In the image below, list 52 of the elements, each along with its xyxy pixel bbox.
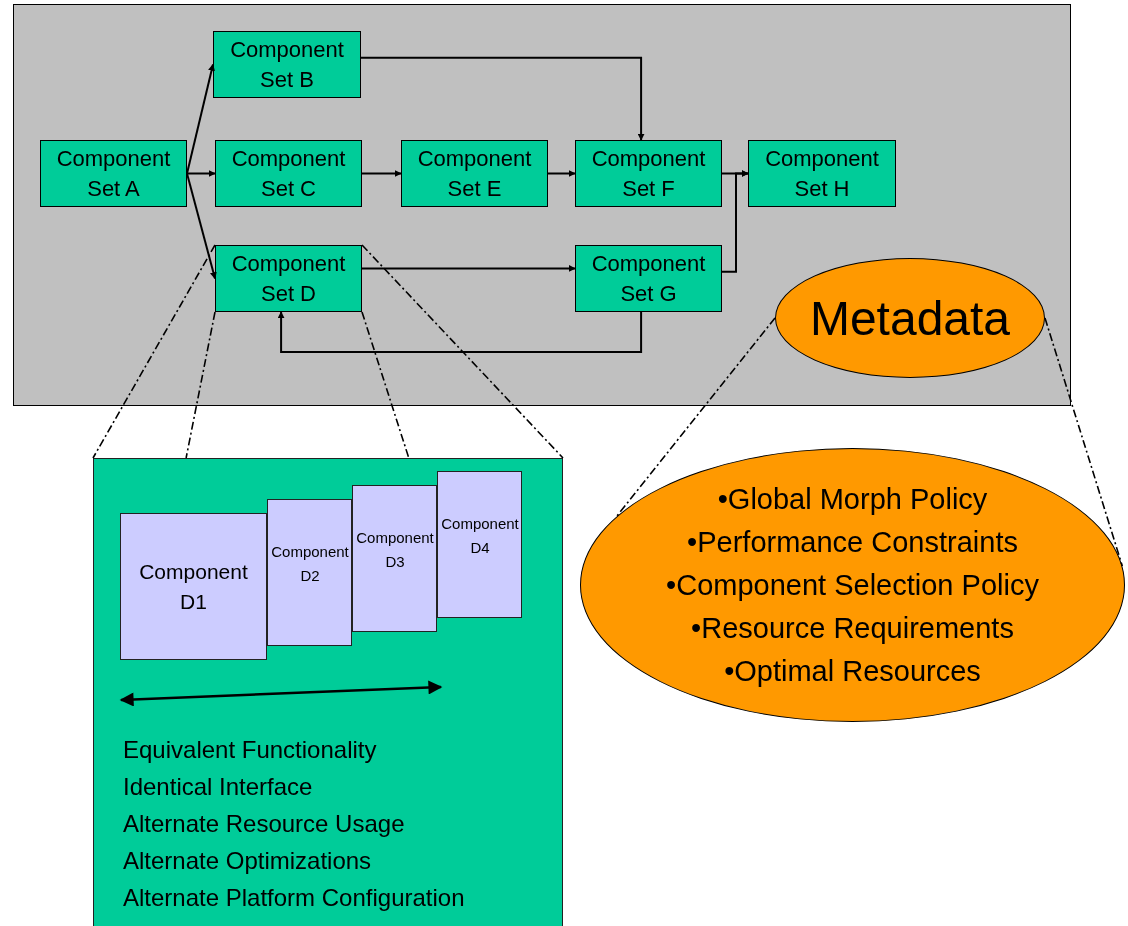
component-label: Component D4 xyxy=(440,514,520,558)
component-box xyxy=(748,140,896,207)
property-text: Equivalent Functionality xyxy=(123,735,378,765)
policy-item: •Component Selection Policy xyxy=(666,567,1039,603)
component-label: Component D2 xyxy=(270,542,350,586)
detail-panel xyxy=(93,458,563,926)
property-text: Alternate Resource Usage xyxy=(123,809,406,839)
zoom-line xyxy=(1044,317,1124,567)
zoom-line xyxy=(361,311,410,459)
arrow xyxy=(360,56,645,141)
arrow xyxy=(361,170,402,177)
zoom-line xyxy=(615,317,776,518)
component-label: Component Set F xyxy=(590,144,707,203)
component-card xyxy=(120,513,267,660)
component-box xyxy=(401,140,548,207)
component-label: Component Set G xyxy=(590,249,707,308)
component-label: Component Set C xyxy=(230,144,347,203)
arrow xyxy=(186,170,216,177)
component-label: Component Set B xyxy=(229,35,345,94)
component-label: Component D3 xyxy=(355,528,435,572)
component-card xyxy=(437,471,522,618)
property-text: Alternate Optimizations xyxy=(123,846,373,876)
arrow xyxy=(277,311,643,353)
policy-item: •Optimal Resources xyxy=(724,653,981,689)
component-label: Component Set H xyxy=(764,144,880,203)
arrow xyxy=(186,63,215,175)
policy-item: •Global Morph Policy xyxy=(717,481,988,517)
zoom-line xyxy=(361,244,564,459)
component-card xyxy=(352,485,437,632)
arrow xyxy=(721,170,749,273)
component-label: Component Set A xyxy=(55,144,172,203)
arrow xyxy=(361,264,576,272)
metadata-title: Metadata xyxy=(809,290,1011,346)
component-box xyxy=(40,140,187,207)
property-text: Identical Interface xyxy=(123,772,314,802)
policy-item: •Performance Constraints xyxy=(687,524,1018,560)
component-box xyxy=(575,245,722,312)
arrow xyxy=(186,172,217,280)
component-label: Component D1 xyxy=(138,558,249,615)
component-label: Component Set D xyxy=(230,249,347,308)
component-box xyxy=(575,140,722,207)
property-text: Alternate Platform Configuration xyxy=(123,883,465,913)
component-box xyxy=(215,245,362,312)
component-box xyxy=(215,140,362,207)
zoom-line xyxy=(185,311,216,459)
component-box xyxy=(213,31,361,98)
component-card xyxy=(267,499,352,646)
zoom-line xyxy=(92,244,216,459)
arrow xyxy=(547,170,576,177)
policy-item: •Resource Requirements xyxy=(691,610,1014,646)
component-label: Component Set E xyxy=(416,144,533,203)
diagram-panel xyxy=(13,4,1071,406)
